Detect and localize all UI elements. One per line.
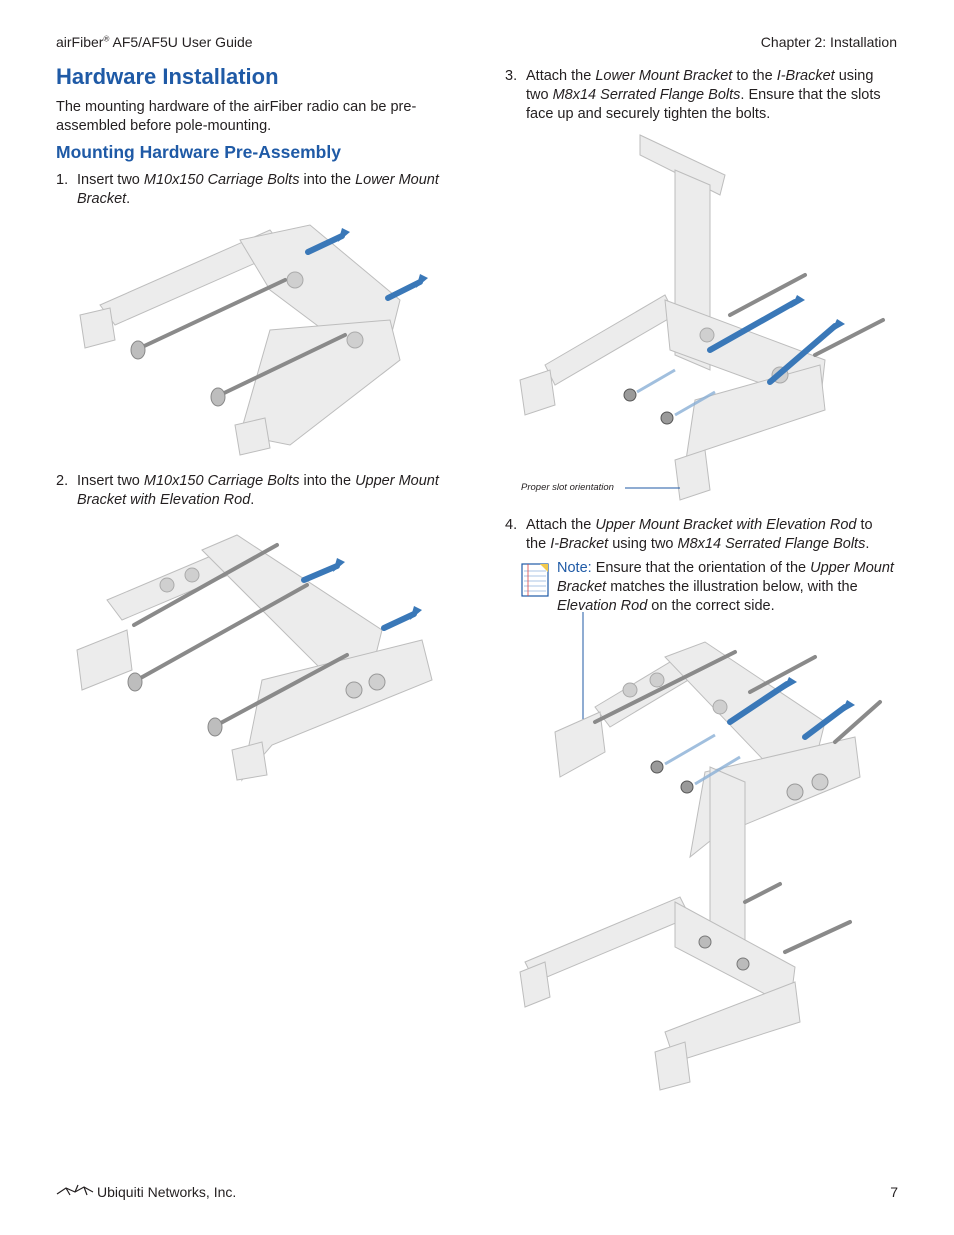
footer-company: Ubiquiti Networks, Inc. xyxy=(97,1184,237,1200)
upper-mount-bracket-figure xyxy=(76,534,433,782)
step-1: 1. Insert two M10x150 Carriage Bolts int… xyxy=(56,172,439,207)
page-number: 7 xyxy=(890,1184,898,1200)
step-3: 3. Attach the Lower Mount Bracket to the… xyxy=(505,68,881,122)
note-pad-icon xyxy=(521,563,549,597)
running-header-left: airFiber® AF5/AF5U User Guide xyxy=(56,34,253,50)
intro-paragraph: The mounting hardware of the airFiber ra… xyxy=(56,99,417,134)
subsection-title: Mounting Hardware Pre-Assembly xyxy=(56,142,341,162)
step-4: 4. Attach the Upper Mount Bracket with E… xyxy=(505,517,873,552)
step-2: 2. Insert two M10x150 Carriage Bolts int… xyxy=(56,473,439,508)
ubiquiti-logo-icon xyxy=(56,1184,94,1196)
slot-orientation-callout: Proper slot orientation xyxy=(521,482,614,493)
running-header-right: Chapter 2: Installation xyxy=(760,34,897,50)
full-assembly-figure xyxy=(519,612,882,1091)
note-text: Note: Ensure that the orientation of the… xyxy=(557,560,894,614)
section-title: Hardware Installation xyxy=(56,64,279,89)
i-bracket-lower-assembly-figure xyxy=(519,134,885,501)
lower-mount-bracket-figure xyxy=(79,224,428,456)
